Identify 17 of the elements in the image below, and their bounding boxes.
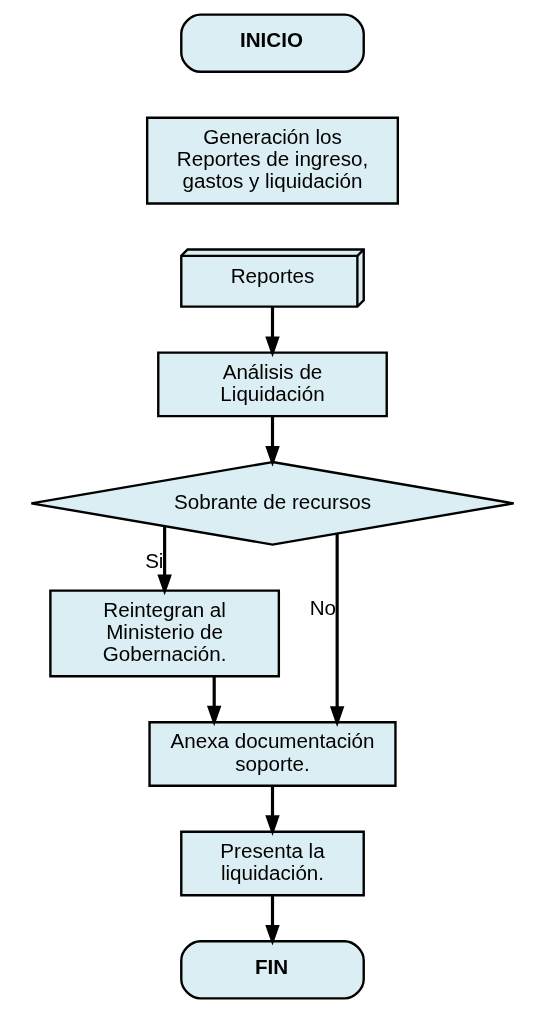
node-diamond: Sobrante de recursos (30, 460, 515, 546)
arrow (265, 786, 280, 836)
arrow (329, 533, 345, 727)
node-box: Análisis de Liquidación (157, 351, 388, 418)
arrow (265, 307, 280, 358)
arrow (265, 416, 280, 467)
node-box: Generación los Reportes de ingreso, gastos y liquidación (145, 116, 400, 205)
node-box: Reintegran al Ministerio de Gobernación. (49, 589, 281, 678)
edge-label: No (309, 595, 337, 619)
node-box: Presenta la liquidación. (180, 830, 365, 897)
node-box: FIN (180, 940, 365, 1000)
node-box: Anexa documentación soporte. (148, 721, 397, 787)
node-box: INICIO (180, 13, 365, 73)
arrow (157, 526, 172, 596)
arrow (206, 676, 222, 727)
arrow (265, 895, 280, 946)
edge-label: Si (145, 548, 164, 572)
